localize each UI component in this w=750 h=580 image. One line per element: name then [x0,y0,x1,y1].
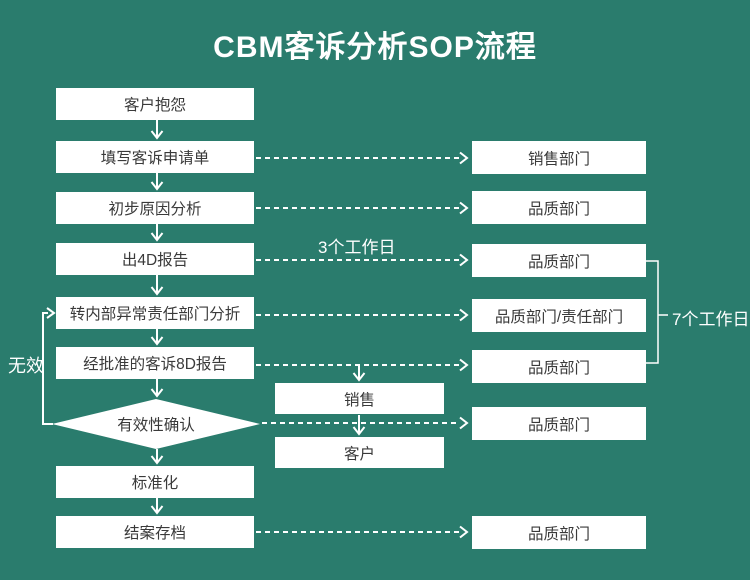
down-arrow-to-sales [352,365,366,382]
step-customer: 客户 [275,437,444,468]
step-customer-complaint: 客户抱怨 [56,88,254,120]
step-label: 客户抱怨 [123,97,186,114]
decision-label: 有效性确认 [117,417,195,434]
owner-label: 品质部门 [527,416,590,434]
step-approved-8d-report: 经批准的客诉8D报告 [56,347,254,379]
step-sales: 销售 [275,383,444,414]
step-close-and-archive: 结案存档 [56,516,254,548]
dashed-arrow-7-head [459,525,469,539]
dashed-arrow-4-head [459,308,469,322]
owner-label: 销售部门 [527,150,590,168]
step-preliminary-cause-analysis: 初步原因分析 [56,192,254,224]
step-label: 客户 [343,445,375,463]
owner-quality-dept-3: 品质部门 [472,350,646,383]
down-arrow-to-customer [352,415,366,436]
step-label: 结案存档 [123,525,186,542]
label-invalid: 无效 [8,356,44,376]
owner-quality-dept-4: 品质部门 [472,407,646,440]
owner-quality-dept-5: 品质部门 [472,516,646,549]
down-arrow-5 [150,329,164,346]
page-title: CBM客诉分析SOP流程 [213,31,537,64]
owner-quality-responsible-dept: 品质部门/责任部门 [472,299,646,332]
step-internal-dept-analysis: 转内部异常责任部门分折 [56,297,254,329]
owner-quality-dept-2: 品质部门 [472,244,646,277]
down-arrow-6 [150,379,164,398]
owner-label: 品质部门 [527,359,590,377]
dashed-arrow-5-head [459,358,469,372]
step-label: 销售 [343,391,375,409]
owner-quality-dept-1: 品质部门 [472,191,646,224]
dashed-arrow-2-head [459,201,469,215]
owner-label: 品质部门/责任部门 [494,308,624,326]
label-three-working-days: 3个工作日 [318,238,396,257]
dashed-arrow-1-head [459,151,469,165]
owner-label: 品质部门 [527,253,590,271]
down-arrow-7 [150,449,164,465]
step-label: 出4D报告 [121,252,189,269]
label-seven-working-days: 7个工作日 [672,310,750,329]
owner-sales-dept: 销售部门 [472,141,646,174]
down-arrow-4 [150,275,164,296]
step-label: 填写客诉申请单 [100,150,210,167]
step-fill-complaint-form: 填写客诉申请单 [56,141,254,173]
dashed-arrow-6-head [459,416,469,430]
down-arrow-2 [150,173,164,191]
step-label: 标准化 [131,475,179,492]
seven-days-bracket [646,260,668,364]
down-arrow-3 [150,224,164,242]
dashed-arrow-3-head [459,253,469,267]
down-arrow-8 [150,498,164,515]
step-label: 经批准的客诉8D报告 [83,356,227,373]
step-label: 初步原因分析 [108,201,202,218]
step-standardization: 标准化 [56,466,254,498]
down-arrow-1 [150,120,164,140]
owner-label: 品质部门 [527,525,590,543]
invalid-feedback-line [42,307,56,425]
owner-label: 品质部门 [527,200,590,218]
step-label: 转内部异常责任部门分折 [69,306,241,323]
step-issue-4d-report: 出4D报告 [56,243,254,275]
